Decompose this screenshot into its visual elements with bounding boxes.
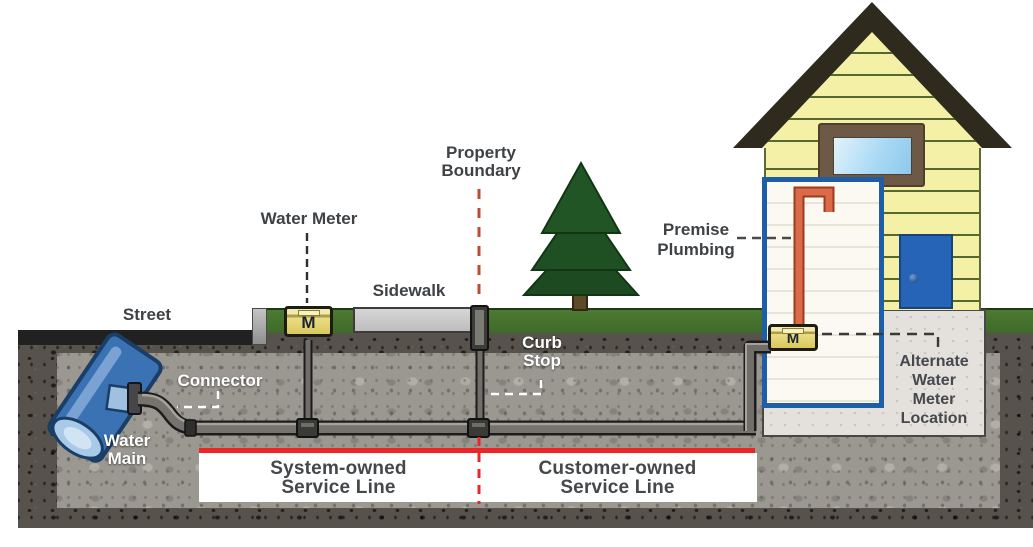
premise-plumbing-cutaway-panel — [762, 177, 884, 408]
house-door — [899, 234, 953, 309]
customer-owned-line2: Service Line — [560, 476, 675, 498]
connector-label: Connector — [177, 371, 263, 390]
system-owned-label: System-owned Service Line — [199, 453, 478, 502]
customer-owned-line1: Customer-owned — [538, 457, 697, 479]
alternate-water-meter-location-label: Alternate Water Meter Location — [899, 353, 969, 427]
water-main-label: Water Main — [103, 431, 151, 468]
door-knob — [909, 274, 918, 283]
house-riser-pipe — [743, 340, 771, 431]
sidewalk-slab — [353, 307, 472, 333]
house-water-meter: M — [768, 324, 818, 351]
street-label: Street — [122, 305, 172, 324]
curb-stop-junction — [467, 418, 490, 438]
street-meter-m: M — [301, 313, 316, 332]
premise-plumbing-label: Premise Plumbing — [657, 220, 735, 259]
premise-plumbing-pipe — [793, 186, 835, 330]
water-meter-label: Water Meter — [260, 209, 358, 228]
water-main-pipe — [47, 332, 163, 463]
meter-riser-junction — [296, 418, 319, 438]
street-water-meter: M — [284, 306, 333, 337]
window-glass — [833, 137, 912, 175]
connector-pointer-line — [177, 391, 220, 409]
curb-stop-pointer-line — [488, 380, 543, 396]
tree — [521, 160, 641, 311]
street-asphalt — [18, 330, 253, 345]
service-line-pipe — [137, 391, 756, 436]
street-curb — [252, 308, 267, 345]
curb-stop-valve — [470, 305, 489, 351]
service-line-red-divider — [199, 448, 755, 453]
curb-stop-label: Curb Stop — [522, 333, 562, 370]
customer-owned-label: Customer-owned Service Line — [478, 453, 757, 502]
sidewalk-label: Sidewalk — [372, 281, 446, 300]
house-meter-m: M — [786, 330, 800, 347]
property-boundary-label: Property Boundary — [441, 143, 521, 180]
system-owned-line2: Service Line — [281, 476, 396, 498]
alternate-meter-pointer-line — [822, 332, 940, 351]
system-owned-line1: System-owned — [270, 457, 407, 479]
connector-coupling — [184, 419, 197, 437]
